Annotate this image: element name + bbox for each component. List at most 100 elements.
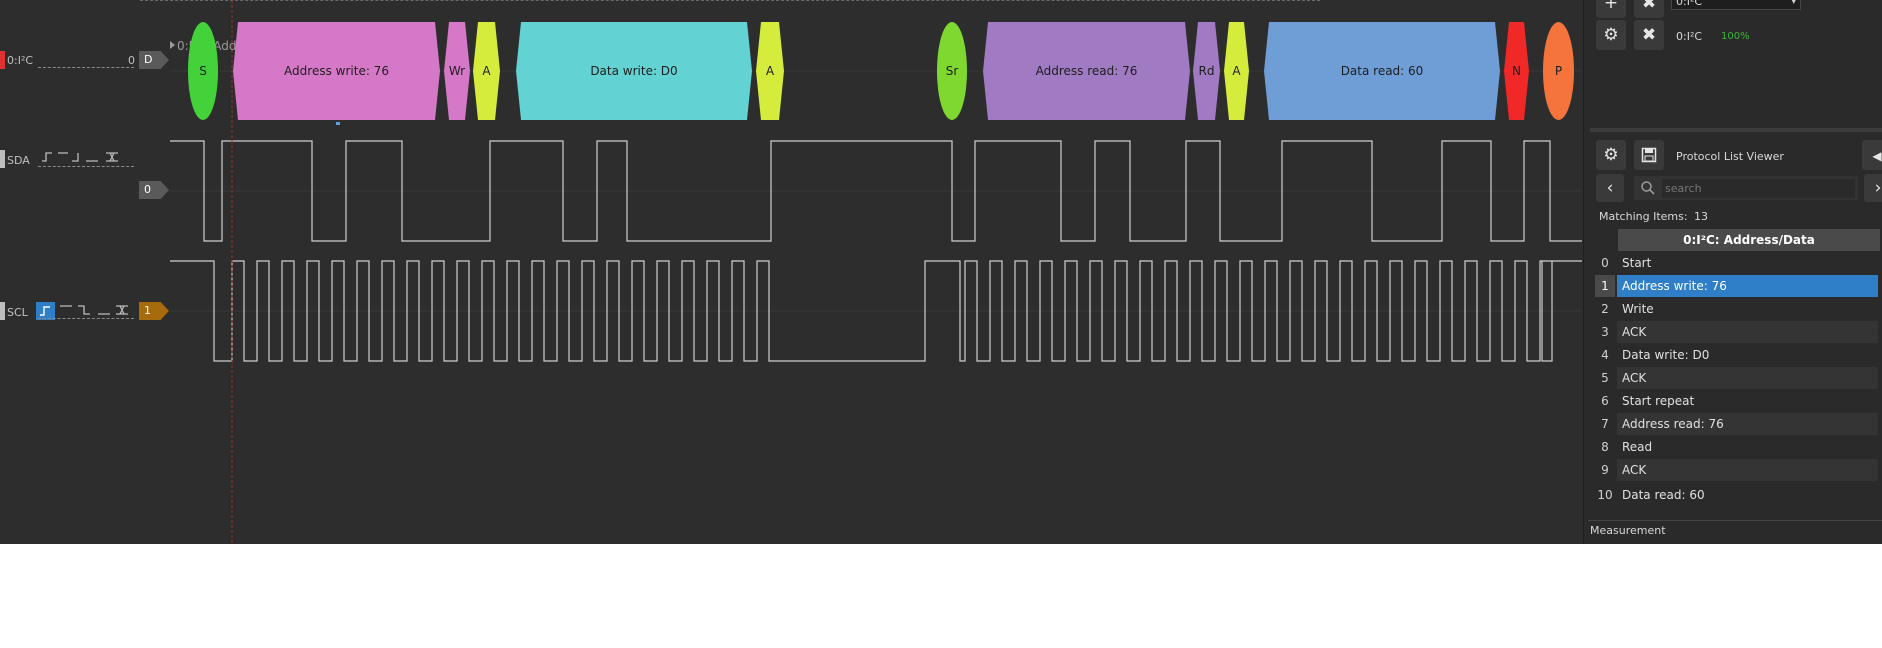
annotation-4[interactable] xyxy=(516,22,752,120)
annotation-0[interactable] xyxy=(188,22,218,120)
annotation-label: Data write: D0 xyxy=(590,64,677,78)
annotation-label: P xyxy=(1555,64,1562,78)
list-item-index: 2 xyxy=(1601,302,1609,316)
list-item[interactable]: 8 Read xyxy=(1595,436,1878,458)
previous-match-button[interactable]: ‹ xyxy=(1596,174,1624,202)
tooltip-pointer-icon xyxy=(170,41,175,49)
i2c-channel-marker xyxy=(0,51,5,69)
i2c-channel-tag[interactable]: D xyxy=(139,51,169,69)
list-item-index: 8 xyxy=(1601,440,1609,454)
gear-icon: ⚙ xyxy=(1603,145,1619,165)
sda-trigger-icons[interactable] xyxy=(40,149,136,169)
list-item-index: 0 xyxy=(1601,256,1609,270)
list-item-text: Address read: 76 xyxy=(1617,413,1878,435)
i2c-channel-label[interactable]: 0:I²C xyxy=(7,54,34,67)
column-header-label: 0:I²C: Address/Data xyxy=(1683,233,1815,247)
chevron-down-icon: ▾ xyxy=(1791,0,1796,7)
scl-trigger-icons[interactable] xyxy=(58,302,136,322)
annotation-label: Wr xyxy=(449,64,465,78)
search-icon xyxy=(1641,181,1655,195)
list-item[interactable]: 10 Data read: 60 xyxy=(1595,484,1878,506)
chevron-right-icon: › xyxy=(1874,178,1882,198)
gear-icon: ⚙ xyxy=(1603,25,1619,45)
search-input[interactable] xyxy=(1662,179,1855,198)
viewer-settings-button[interactable]: ⚙ xyxy=(1596,140,1626,170)
annotation-11[interactable] xyxy=(1504,22,1529,120)
list-item-text: ACK xyxy=(1617,321,1878,343)
trigger-edges-icon[interactable] xyxy=(58,302,136,318)
decoder-progress: 100% xyxy=(1721,31,1750,42)
decoder-select[interactable]: 0:I²C ▾ xyxy=(1671,0,1801,10)
annotation-9[interactable] xyxy=(1224,22,1249,120)
list-item-index: 5 xyxy=(1601,371,1609,385)
viewer-save-button[interactable] xyxy=(1634,140,1664,170)
panel-separator[interactable] xyxy=(1590,128,1882,132)
annotation-label: Rd xyxy=(1199,64,1215,78)
annotation-3[interactable] xyxy=(473,22,500,120)
scl-channel-tag[interactable]: 1 xyxy=(139,302,169,320)
list-item-text: Data read: 60 xyxy=(1622,488,1705,502)
column-header[interactable]: 0:I²C: Address/Data xyxy=(1618,229,1880,251)
annotation-label: N xyxy=(1512,64,1521,78)
scl-channel-marker xyxy=(0,302,5,320)
sda-channel-label[interactable]: SDA xyxy=(7,154,30,167)
sda-channel-marker xyxy=(0,150,5,168)
annotation-8[interactable] xyxy=(1193,22,1220,120)
matching-items-label: Matching Items: xyxy=(1599,210,1688,223)
side-panel xyxy=(1583,0,1882,544)
sda-channel-tag[interactable]: 0 xyxy=(139,181,169,199)
i2c-channel-value: 0 xyxy=(128,54,135,67)
plus-icon: + xyxy=(1603,0,1619,13)
list-item-text: Start repeat xyxy=(1622,394,1695,408)
annotation-label: A xyxy=(1232,64,1241,78)
list-item[interactable]: 0 Start xyxy=(1595,252,1878,274)
sda-channel-divider xyxy=(38,166,134,167)
annotation-5[interactable] xyxy=(756,22,784,120)
decoder-settings-button[interactable]: ⚙ xyxy=(1596,20,1626,50)
annotation-7[interactable] xyxy=(983,22,1190,120)
annotation-label: Address write: 76 xyxy=(284,64,389,78)
pin-button[interactable]: ◀ xyxy=(1862,140,1882,170)
scl-rising-trigger-icon[interactable] xyxy=(36,302,55,320)
next-match-button[interactable]: › xyxy=(1864,174,1882,202)
chevron-left-icon: ‹ xyxy=(1606,178,1614,198)
save-icon xyxy=(1641,147,1657,163)
measurement-tab[interactable]: Measurement xyxy=(1590,524,1666,537)
pin-icon: ◀ xyxy=(1872,149,1882,163)
list-item[interactable]: 5 ACK xyxy=(1595,367,1878,389)
annotation-tick-icon xyxy=(336,122,340,125)
remove-decoder-button[interactable]: ✖ xyxy=(1634,0,1664,18)
list-item-text: Start xyxy=(1622,256,1652,270)
annotation-label: Address read: 76 xyxy=(1036,64,1138,78)
list-item-index: 6 xyxy=(1601,394,1609,408)
add-decoder-button[interactable]: + xyxy=(1596,0,1626,18)
decoder-close-button[interactable]: ✖ xyxy=(1634,20,1664,50)
list-item-text: ACK xyxy=(1617,459,1878,481)
annotation-label: A xyxy=(766,64,775,78)
list-item-text: Read xyxy=(1622,440,1653,454)
list-item-index: 1 xyxy=(1595,275,1615,297)
scl-waveform xyxy=(170,260,1582,362)
list-item[interactable]: 6 Start repeat xyxy=(1595,390,1878,412)
annotation-label: A xyxy=(482,64,491,78)
list-item-text: Data write: D0 xyxy=(1622,348,1710,362)
search-box[interactable] xyxy=(1634,176,1858,200)
annotation-12[interactable] xyxy=(1543,22,1574,120)
trigger-edges-icon[interactable] xyxy=(40,149,136,165)
decoder-select-value: 0:I²C xyxy=(1676,0,1703,8)
annotation-2[interactable] xyxy=(444,22,470,120)
list-item-text: ACK xyxy=(1617,367,1878,389)
matching-items-count: 13 xyxy=(1694,210,1708,223)
annotation-10[interactable] xyxy=(1264,22,1500,120)
scl-channel-label[interactable]: SCL xyxy=(7,306,28,319)
annotation-1[interactable] xyxy=(233,22,440,120)
list-item-index: 10 xyxy=(1597,488,1613,502)
annotation-6[interactable] xyxy=(937,22,967,120)
